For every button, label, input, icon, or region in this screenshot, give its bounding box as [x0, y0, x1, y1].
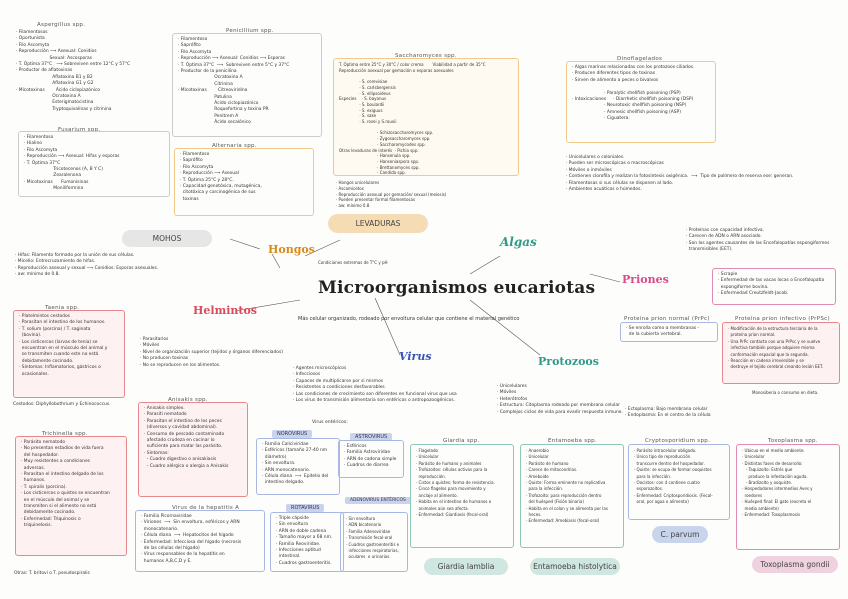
norovirus-box: · Familia Caliciviridae · Esféricos (tam… — [256, 438, 340, 495]
entamoeba-title: Entamoeba spp. — [548, 438, 598, 444]
anisakis-text: · Anisakis simplex. · Parasiti nematodo … — [144, 406, 229, 469]
taenia-box: · Platelmintos cestodos · Parasitan el i… — [13, 310, 125, 398]
hongos-note: Condiciones extremas de T°C y pH — [318, 260, 388, 265]
entamoeba-box: · Anaerobio · Unicelular · Parásito de h… — [520, 444, 624, 548]
mohos-desc: · Hifas: Filamento formado por la unión … — [15, 253, 159, 278]
trichinella-title: Trichinella spp. — [42, 431, 88, 437]
hepatitis-title: Virus de la hepatitis A — [172, 505, 240, 511]
dinoflagelados-box: · Algas marinas relacionadas con los pro… — [566, 61, 716, 143]
virus-heading: Virus — [399, 350, 432, 363]
trichinella-box: · Parásito nematodo · No presentan estad… — [15, 436, 127, 556]
protozoos-general: · Unicelulares · Móviles · Heterótrofos … — [497, 384, 623, 415]
dinoflagelados-title: Dinoflagelados — [617, 56, 663, 62]
virus-enteric-label: Virus entéricos: — [312, 420, 348, 425]
priones-diseases-box: · Scrapie · Enfermedad de las vacas loca… — [712, 268, 836, 305]
giardia-text: · Flagelado · Unicelular · Parásito de h… — [416, 448, 495, 518]
giardia-box: · Flagelado · Unicelular · Parásito de h… — [410, 444, 514, 548]
entamoeba-label: Entamoeba histolytica — [530, 558, 620, 575]
prion-infect-box: · Modificación de la estructura terciari… — [722, 322, 840, 384]
alternaria-box: · Filamentoso · Saprófito · Filo Ascomyt… — [174, 148, 314, 216]
cryptosporidium-title: Cryptosporidium spp. — [645, 438, 711, 444]
prion-normal-text: · Se enrolla como α membranas - de la cu… — [626, 326, 700, 338]
rotavirus-box: · Triple cápside · Sin envoltura · ARN d… — [270, 512, 344, 572]
saccharomyces-text: T. Óptima entre 25°C y 30°C / color crem… — [339, 62, 486, 176]
penicillium-text: · Filamentoso · Saprófito · Filo Ascomyt… — [178, 37, 290, 126]
taenia-title: Taenia spp. — [45, 305, 80, 311]
astrovirus-title: ASTROVIRUS — [350, 433, 393, 441]
saccharomyces-box: T. Óptima entre 25°C y 30°C / color crem… — [333, 58, 519, 176]
adenovirus-title: ADENOVIRUS ENTÉRICOS — [345, 497, 411, 504]
giardia-title: Giardia spp. — [443, 438, 480, 444]
norovirus-title: NOROVIRUS — [272, 430, 313, 438]
saccharomyces-title: Saccharomyces spp. — [395, 53, 457, 59]
taenia-note: Cestodos: Diphyllobothrium y Echinococcu… — [13, 402, 111, 407]
rotavirus-text: · Triple cápside · Sin envoltura · ARN d… — [276, 516, 333, 566]
protozoos-heading: Protozoos — [538, 355, 599, 368]
giardia-label: Giardia lamblia — [424, 558, 508, 575]
prion-infect-title: Proteína prion infectivo (PrPSc) — [735, 316, 830, 322]
aspergillus-text: · Filamentosos · Oportunista · Filo Asco… — [16, 30, 131, 112]
taenia-text: · Platelmintos cestodos · Parasitan el i… — [19, 314, 108, 377]
toxoplasma-label: Toxoplasma gondii — [752, 556, 838, 573]
mohos-label: MOHOS — [122, 230, 212, 247]
hepatitis-text: · Familia Picornaviridae · Viriones ⟶ Si… — [141, 514, 242, 564]
fusarium-text: · Filamentoso · Hialino · Filo Ascomyta … — [24, 135, 120, 192]
hongos-heading: Hongos — [268, 243, 315, 256]
astrovirus-box: · Esféricos · Familia Astroviridae · ARN… — [338, 440, 404, 478]
levaduras-desc: · Hongos unicelulares · Ascomicetos · Re… — [336, 180, 447, 209]
prion-normal-box: · Se enrolla como α membranas - de la cu… — [620, 322, 718, 342]
helmintos-heading: Helmintos — [193, 304, 257, 317]
protozoos-ecto: · Ectoplasma: Bajo membrana celular · En… — [625, 407, 711, 419]
toxoplasma-title: Toxoplasma spp. — [768, 438, 818, 444]
cryptosporidium-text: · Parásito intracelular obligado. · Únic… — [634, 448, 713, 505]
definition: Más celular organizado, rodeado por envo… — [298, 316, 520, 322]
trichinella-note: Otras: T. britovi o T. pseudospiralis — [14, 571, 90, 576]
page-title: Microorganismos eucariotas — [318, 278, 596, 298]
algas-heading: Algas — [500, 235, 537, 249]
norovirus-text: · Familia Caliciviridae · Esféricos (tam… — [262, 442, 329, 486]
adenovirus-box: · Sin envoltura · ADN bicatenario · Fami… — [340, 512, 408, 572]
astrovirus-text: · Esféricos · Familia Astroviridae · ARN… — [344, 444, 397, 469]
levaduras-label: LEVADURAS — [328, 214, 428, 233]
prion-infect-note: Monosiberia o consumo en dieta. — [752, 390, 819, 395]
priones-diseases: · Scrapie · Enfermedad de las vacas loca… — [718, 272, 825, 297]
adenovirus-text: · Sin envoltura · ADN bicatenario · Fami… — [346, 516, 400, 560]
alternaria-title: Alternaria spp. — [212, 143, 257, 149]
cryptosporidium-label: C. parvum — [652, 526, 708, 543]
rotavirus-title: ROTAVIRUS — [286, 504, 325, 512]
entamoeba-text: · Anaerobio · Unicelular · Parásito de h… — [526, 448, 608, 524]
priones-heading: Priones — [622, 273, 669, 286]
cryptosporidium-box: · Parásito intracelular obligado. · Únic… — [628, 444, 730, 520]
aspergillus-title: Aspergillus spp. — [37, 22, 86, 28]
prion-infect-text: · Modificación de la estructura terciari… — [728, 326, 824, 370]
helmintos-general: · Parasitarios · Móviles · Nivel de orga… — [140, 337, 283, 368]
fusarium-box: · Filamentoso · Hialino · Filo Ascomyta … — [18, 131, 170, 197]
priones-general: · Proteínas con capacidad infectiva. · C… — [686, 228, 830, 253]
prion-normal-title: Proteína prion normal (PrPc) — [624, 316, 710, 322]
virus-general: · Agentes microscópicos · Infecciosos · … — [293, 366, 457, 404]
alternaria-text: · Filamentoso · Saprófito · Filo Ascomyt… — [180, 152, 262, 202]
hepatitis-box: · Familia Picornaviridae · Viriones ⟶ Si… — [135, 510, 265, 572]
toxoplasma-box: · Ubicuo en el medio ambiente. · Unicelu… — [736, 444, 840, 550]
algas-general: · Unicelulares o coloniales. · Pueden se… — [566, 155, 794, 193]
anisakis-title: Anisakis spp. — [168, 397, 208, 403]
fusarium-title: Fusarium spp. — [58, 127, 101, 133]
trichinella-text: · Parásito nematodo · No presentan estad… — [21, 440, 110, 529]
toxoplasma-text: · Ubicuo en el medio ambiente. · Unicelu… — [742, 448, 813, 518]
penicillium-title: Penicillium spp. — [226, 28, 274, 34]
penicillium-box: · Filamentoso · Saprófito · Filo Ascomyt… — [172, 33, 322, 137]
dinoflagelados-text: · Algas marinas relacionadas con los pro… — [572, 65, 695, 122]
anisakis-box: · Anisakis simplex. · Parasiti nematodo … — [138, 402, 248, 497]
